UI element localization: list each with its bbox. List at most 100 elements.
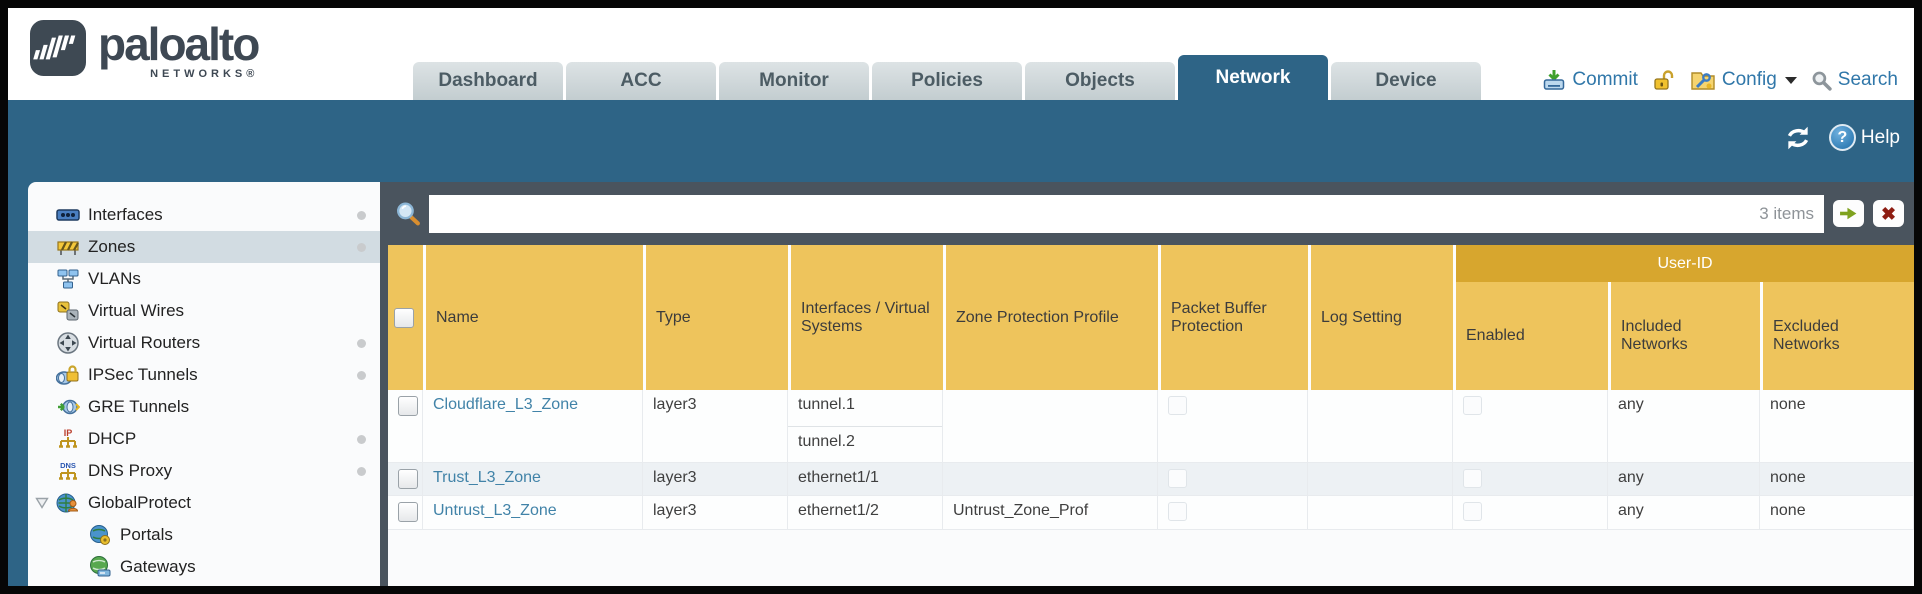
config-menu-button[interactable]: Config xyxy=(1690,68,1797,92)
item-dot xyxy=(357,467,366,476)
unlocked-padlock-icon xyxy=(1654,70,1674,90)
packet-buffer-checkbox xyxy=(1168,502,1187,521)
sidebar-item-globalprotect[interactable]: GlobalProtect xyxy=(28,487,380,519)
tab-acc[interactable]: ACC xyxy=(566,62,716,100)
row-checkbox[interactable] xyxy=(398,396,418,416)
select-all-header xyxy=(388,245,423,390)
excluded-networks-cell: none xyxy=(1760,496,1914,530)
sidebar-item-gateways[interactable]: Gateways xyxy=(28,551,380,583)
zone-protection-profile-cell: Untrust_Zone_Prof xyxy=(943,496,1158,530)
interface-entry: tunnel.1 xyxy=(798,396,855,413)
column-header-packet-buffer-protection[interactable]: Packet Buffer Protection xyxy=(1158,245,1308,390)
user-id-enabled-cell xyxy=(1453,463,1608,496)
search-button[interactable]: Search xyxy=(1811,69,1898,91)
green-arrow-icon xyxy=(1840,207,1857,220)
enabled-checkbox xyxy=(1463,502,1482,521)
sidebar-item-virtual-wires[interactable]: Virtual Wires xyxy=(28,295,380,327)
item-dot xyxy=(357,243,366,252)
portals-icon xyxy=(90,525,110,545)
sidebar-item-dhcp[interactable]: IP DHCP xyxy=(28,423,380,455)
filter-input[interactable] xyxy=(439,202,1752,225)
sidebar-item-label: Virtual Routers xyxy=(88,333,201,352)
zone-name-link[interactable]: Untrust_L3_Zone xyxy=(433,502,557,519)
sub-toolbar: ? Help xyxy=(1783,124,1900,151)
tab-device[interactable]: Device xyxy=(1331,62,1481,100)
packet-buffer-checkbox xyxy=(1168,469,1187,488)
network-sidebar: Interfaces Zones VLANs xyxy=(28,182,380,586)
content-panel: Interfaces Zones VLANs xyxy=(28,182,1914,586)
commit-icon xyxy=(1544,70,1565,90)
log-setting-cell xyxy=(1308,496,1453,530)
sidebar-item-label: Zones xyxy=(88,237,136,256)
row-checkbox[interactable] xyxy=(398,502,418,522)
tab-network[interactable]: Network xyxy=(1178,55,1328,100)
column-header-included-networks[interactable]: Included Networks xyxy=(1608,282,1760,390)
refresh-button[interactable] xyxy=(1783,125,1813,151)
row-checkbox[interactable] xyxy=(398,469,418,489)
excluded-networks-cell: none xyxy=(1760,463,1914,496)
zones-table: Name Type Interfaces / Virtual Systems Z… xyxy=(388,245,1914,530)
gre-tunnels-icon xyxy=(58,399,80,415)
column-header-type[interactable]: Type xyxy=(643,245,788,390)
paloalto-logo: paloalto NETWORKS® xyxy=(30,20,260,80)
zone-protection-profile-cell xyxy=(943,390,1158,463)
apply-filter-button[interactable] xyxy=(1833,200,1864,227)
top-action-bar: Commit Config xyxy=(1542,64,1898,96)
collapse-triangle-icon[interactable] xyxy=(35,497,49,509)
zone-type-cell: layer3 xyxy=(643,390,788,463)
zone-interfaces-cell: ethernet1/2 xyxy=(788,496,943,530)
tab-monitor[interactable]: Monitor xyxy=(719,62,869,100)
table-filter-bar: 3 items ✖ xyxy=(380,182,1914,245)
sidebar-item-label: Gateways xyxy=(120,557,196,576)
clear-filter-button[interactable]: ✖ xyxy=(1873,200,1904,227)
brand-subtitle: NETWORKS® xyxy=(150,68,259,80)
help-button[interactable]: ? Help xyxy=(1828,124,1900,151)
dhcp-icon: IP xyxy=(59,428,77,448)
commit-button[interactable]: Commit xyxy=(1542,68,1638,92)
included-networks-cell: any xyxy=(1608,496,1760,530)
select-all-checkbox[interactable] xyxy=(394,307,414,328)
item-dot xyxy=(357,435,366,444)
user-id-group-header: User-ID xyxy=(1453,245,1914,282)
sidebar-item-virtual-routers[interactable]: Virtual Routers xyxy=(28,327,380,359)
table-row: Untrust_L3_Zone layer3 ethernet1/2 Untru… xyxy=(388,496,1914,530)
column-header-interfaces[interactable]: Interfaces / Virtual Systems xyxy=(788,245,943,390)
virtual-wires-icon xyxy=(57,301,79,321)
user-id-enabled-cell xyxy=(1453,390,1608,463)
sidebar-item-vlans[interactable]: VLANs xyxy=(28,263,380,295)
lock-button[interactable] xyxy=(1652,68,1676,92)
sidebar-item-portals[interactable]: Portals xyxy=(28,519,380,551)
column-header-name[interactable]: Name xyxy=(423,245,643,390)
clear-x-icon: ✖ xyxy=(1880,203,1897,224)
dns-proxy-icon: DNS xyxy=(59,461,77,480)
help-icon: ? xyxy=(1828,124,1856,151)
tab-objects[interactable]: Objects xyxy=(1025,62,1175,100)
sidebar-item-interfaces[interactable]: Interfaces xyxy=(28,199,380,231)
sidebar-item-dns-proxy[interactable]: DNS DNS Proxy xyxy=(28,455,380,487)
sidebar-item-label: DNS Proxy xyxy=(88,461,173,480)
included-networks-cell: any xyxy=(1608,390,1760,463)
sidebar-item-label: Interfaces xyxy=(88,205,163,224)
gateways-icon xyxy=(90,556,111,577)
filter-magnifier-icon xyxy=(397,202,420,226)
sidebar-item-ipsec-tunnels[interactable]: IPSec Tunnels xyxy=(28,359,380,391)
enabled-checkbox xyxy=(1463,396,1482,415)
zone-name-link[interactable]: Cloudflare_L3_Zone xyxy=(433,396,578,413)
column-header-zone-protection-profile[interactable]: Zone Protection Profile xyxy=(943,245,1158,390)
sidebar-item-label: VLANs xyxy=(88,269,141,288)
item-dot xyxy=(357,371,366,380)
sidebar-item-label: Portals xyxy=(120,525,173,544)
table-row: Cloudflare_L3_Zone layer3 tunnel.1 tunne… xyxy=(388,390,1914,463)
interfaces-icon xyxy=(56,209,80,221)
tab-dashboard[interactable]: Dashboard xyxy=(413,62,563,100)
sidebar-item-gre-tunnels[interactable]: GRE Tunnels xyxy=(28,391,380,423)
column-header-enabled[interactable]: Enabled xyxy=(1453,282,1608,390)
column-header-excluded-networks[interactable]: Excluded Networks xyxy=(1760,282,1914,390)
zone-name-link[interactable]: Trust_L3_Zone xyxy=(433,469,541,486)
tab-policies[interactable]: Policies xyxy=(872,62,1022,100)
table-row: Trust_L3_Zone layer3 ethernet1/1 any non… xyxy=(388,463,1914,496)
sidebar-item-zones[interactable]: Zones xyxy=(28,231,380,263)
search-icon xyxy=(1812,71,1832,91)
column-header-log-setting[interactable]: Log Setting xyxy=(1308,245,1453,390)
